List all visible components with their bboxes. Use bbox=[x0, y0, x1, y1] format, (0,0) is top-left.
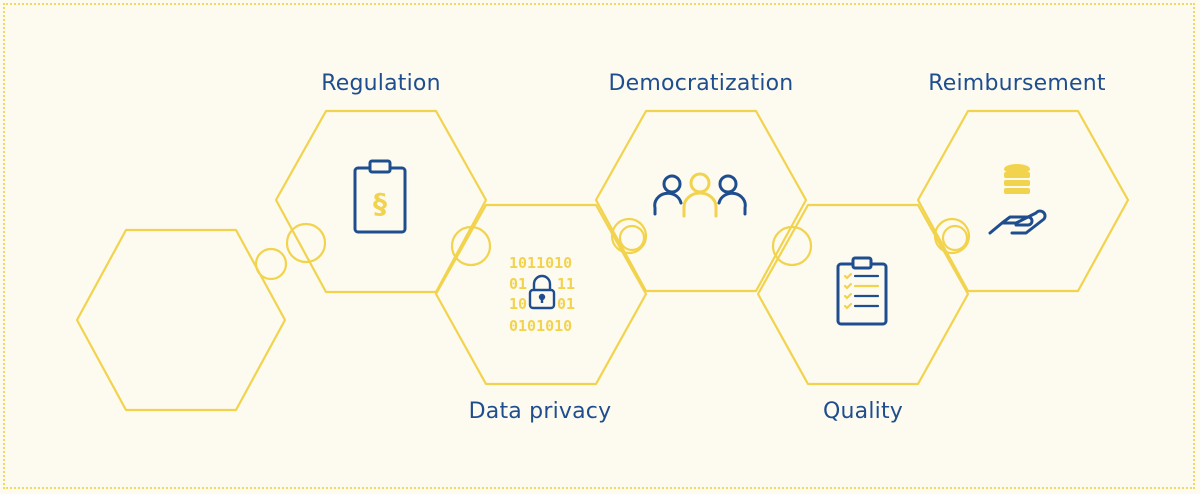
hexagon-regulation bbox=[274, 109, 488, 294]
hexagon-data-privacy bbox=[434, 203, 648, 386]
dotted-frame bbox=[3, 3, 1195, 489]
label-democratization: Democratization bbox=[608, 71, 794, 96]
hexagon-democratization bbox=[594, 109, 808, 293]
binary-line-1: 1011010 bbox=[509, 254, 572, 272]
hexagon-reimbursement bbox=[916, 109, 1130, 293]
coins-hand-icon bbox=[988, 164, 1047, 235]
puzzle-connectors bbox=[254, 217, 971, 281]
people-group-icon bbox=[653, 172, 747, 218]
checklist-clipboard-icon bbox=[836, 256, 888, 326]
padlock-icon bbox=[528, 274, 556, 310]
hexagon-empty bbox=[75, 228, 287, 412]
binary-line-2a: 01 bbox=[509, 275, 527, 293]
binary-line-2b: 11 bbox=[557, 275, 575, 293]
label-regulation: Regulation bbox=[321, 71, 441, 96]
binary-line-3a: 10 bbox=[509, 295, 527, 313]
label-reimbursement: Reimbursement bbox=[928, 71, 1106, 96]
binary-line-3b: 01 bbox=[557, 295, 575, 313]
label-data-privacy: Data privacy bbox=[468, 399, 612, 424]
hexagon-quality bbox=[756, 203, 970, 386]
clipboard-paragraph-icon: § bbox=[353, 159, 407, 234]
label-quality: Quality bbox=[822, 399, 904, 424]
binary-lock-graphic: 1011010 01 11 10 01 0101010 bbox=[509, 254, 575, 335]
binary-line-4: 0101010 bbox=[509, 317, 572, 335]
svg-text:§: § bbox=[373, 187, 387, 220]
